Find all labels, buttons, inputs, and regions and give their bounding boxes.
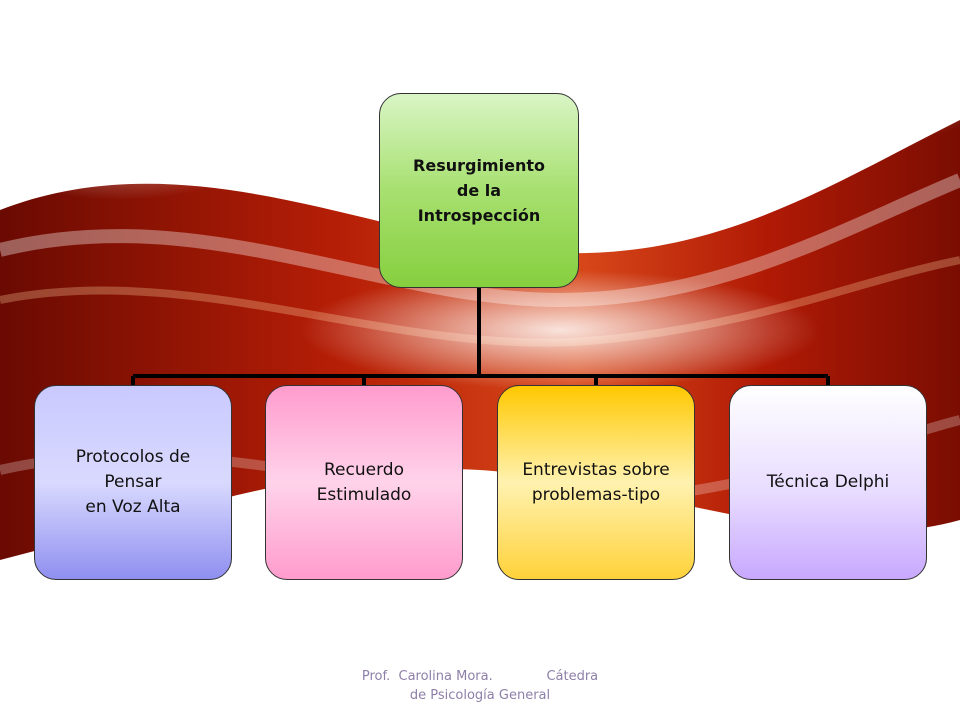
root-node: Resurgimiento de la Introspección <box>379 93 579 288</box>
child-node-label: Técnica Delphi <box>766 472 890 492</box>
child-node-delphi: Técnica Delphi <box>729 385 927 580</box>
child-node-recuerdo: Recuerdo Estimulado <box>265 385 463 580</box>
root-node-label: Resurgimiento de la Introspección <box>413 156 545 225</box>
child-node-protocolos: Protocolos de Pensar en Voz Alta <box>34 385 232 580</box>
child-node-entrevistas: Entrevistas sobre problemas-tipo <box>497 385 695 580</box>
child-node-label: Protocolos de Pensar en Voz Alta <box>75 447 191 517</box>
child-node-label: Entrevistas sobre problemas-tipo <box>522 459 670 505</box>
child-node-label: Recuerdo Estimulado <box>316 459 412 505</box>
footer-caption: Prof. Carolina Mora. Cátedra de Psicolog… <box>361 669 599 703</box>
